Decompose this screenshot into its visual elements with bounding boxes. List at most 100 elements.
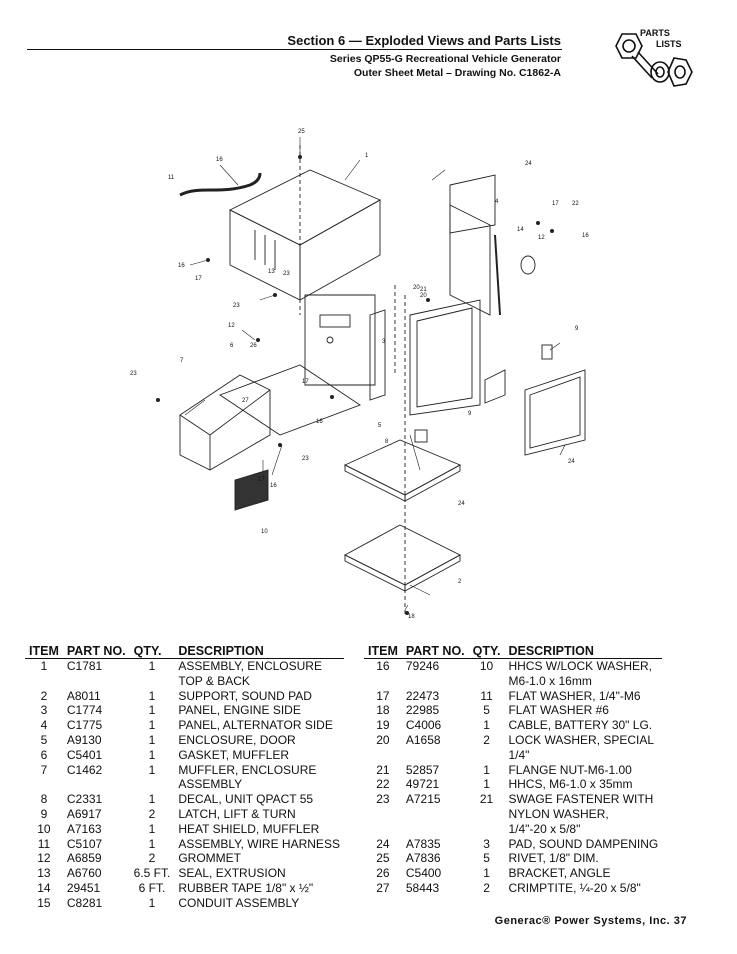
col-qty-header: QTY. — [468, 644, 505, 659]
qty-cell: 3 — [483, 836, 490, 851]
part-no-cell: C1462 — [66, 762, 103, 777]
callout-label: 25 — [298, 129, 305, 135]
item-cell: 2 — [40, 688, 48, 703]
item-cell: 3 — [40, 703, 48, 718]
description-cell: 1/4" — [508, 747, 530, 762]
description-cell: GROMMET — [178, 851, 242, 866]
qty-cell — [130, 674, 175, 689]
qty-cell: 2 — [148, 806, 156, 821]
item-cell: 24 — [376, 836, 390, 851]
qty-cell: 1 — [483, 762, 490, 777]
item-cell — [25, 777, 63, 792]
part-no-cell — [63, 777, 130, 792]
table-row: M6-1.0 x 16mm — [364, 674, 662, 689]
description-cell: LATCH, LIFT & TURN — [178, 806, 296, 821]
callout-label: 17 — [258, 477, 265, 483]
item-cell: 27 — [376, 880, 390, 895]
description-cell: NYLON WASHER, — [508, 806, 609, 821]
item-cell: 1 — [40, 659, 48, 673]
item-cell — [364, 748, 402, 763]
qty-cell: 2 — [483, 880, 490, 895]
part-no-cell: 22985 — [405, 703, 440, 718]
callout-label: 16 — [178, 263, 185, 269]
qty-cell — [469, 674, 505, 689]
part-no-cell: C1781 — [66, 659, 103, 673]
table-row: NYLON WASHER, — [364, 807, 662, 822]
col-desc-header: DESCRIPTION — [174, 644, 344, 659]
part-no-cell: A6917 — [66, 806, 102, 821]
part-no-cell: 79246 — [405, 659, 440, 673]
callout-label: 24 — [568, 459, 575, 465]
page-footer: Generac® Power Systems, Inc. 37 — [494, 915, 687, 927]
item-cell: 13 — [37, 866, 51, 881]
qty-cell: 11 — [480, 688, 493, 703]
part-no-cell — [402, 748, 469, 763]
item-cell: 18 — [376, 703, 390, 718]
section-title: Section 6 — Exploded Views and Parts Lis… — [287, 33, 561, 48]
callout-label: 7 — [180, 358, 184, 364]
badge-parts-label: PARTS — [640, 28, 670, 38]
part-no-cell: C5107 — [66, 836, 103, 851]
table-row: ASSEMBLY — [25, 777, 344, 792]
qty-cell — [469, 807, 505, 822]
part-no-cell: C5401 — [66, 747, 103, 762]
item-cell — [364, 674, 402, 689]
qty-cell: 1 — [148, 895, 156, 910]
qty-cell: 1 — [148, 747, 156, 762]
qty-cell: 10 — [479, 659, 494, 673]
callout-label: 22 — [572, 201, 579, 207]
callout-label: 16 — [270, 483, 277, 489]
description-cell: BRACKET, ANGLE — [508, 866, 611, 881]
qty-cell: 6 FT. — [138, 880, 166, 895]
col-part-header: PART NO. — [401, 644, 469, 659]
qty-cell — [130, 777, 175, 792]
series-subtitle: Series QP55-G Recreational Vehicle Gener… — [329, 53, 561, 65]
part-no-cell — [402, 807, 469, 822]
description-cell: HEAT SHIELD, MUFFLER — [178, 821, 320, 836]
callout-label: 6 — [230, 343, 234, 349]
description-cell: 1/4"-20 x 5/8" — [508, 821, 581, 836]
callout-label: 24 — [525, 161, 532, 167]
item-cell: 14 — [37, 880, 51, 895]
callout-label: 21 — [420, 287, 427, 293]
description-cell: PAD, SOUND DAMPENING — [508, 836, 659, 851]
part-no-cell: 22473 — [405, 688, 440, 703]
description-cell: FLANGE NUT-M6-1.00 — [508, 762, 632, 777]
callout-label: 2 — [458, 579, 462, 585]
callout-label: 23 — [130, 371, 137, 377]
part-no-cell: A6760 — [66, 866, 102, 881]
callout-label: 3 — [382, 339, 386, 345]
part-no-cell: C1775 — [66, 718, 103, 733]
qty-cell: 1 — [148, 659, 156, 673]
description-cell: HHCS, M6-1.0 x 35mm — [508, 777, 633, 792]
description-cell: FLAT WASHER, 1/4"-M6 — [508, 688, 641, 703]
part-no-cell: A8011 — [66, 688, 101, 703]
callout-label: 16 — [582, 233, 589, 239]
col-item-header: ITEM — [25, 644, 63, 659]
callout-label: 23 — [233, 303, 240, 309]
qty-cell: 1 — [148, 688, 156, 703]
description-cell: ENCLOSURE, DOOR — [178, 732, 296, 747]
table-row: TOP & BACK — [25, 674, 344, 689]
part-no-cell: A7215 — [405, 792, 441, 807]
item-cell: 20 — [376, 732, 390, 747]
callout-label: 17 — [302, 379, 309, 385]
qty-cell: 1 — [148, 718, 156, 733]
callout-label: 9 — [468, 411, 472, 417]
part-no-cell: 49721 — [405, 777, 440, 792]
qty-cell: 1 — [483, 777, 490, 792]
part-no-cell: A7836 — [405, 851, 441, 866]
callout-label: 13 — [268, 269, 275, 275]
description-cell: SWAGE FASTENER WITH — [508, 792, 654, 807]
callout-label: 1 — [365, 153, 369, 159]
